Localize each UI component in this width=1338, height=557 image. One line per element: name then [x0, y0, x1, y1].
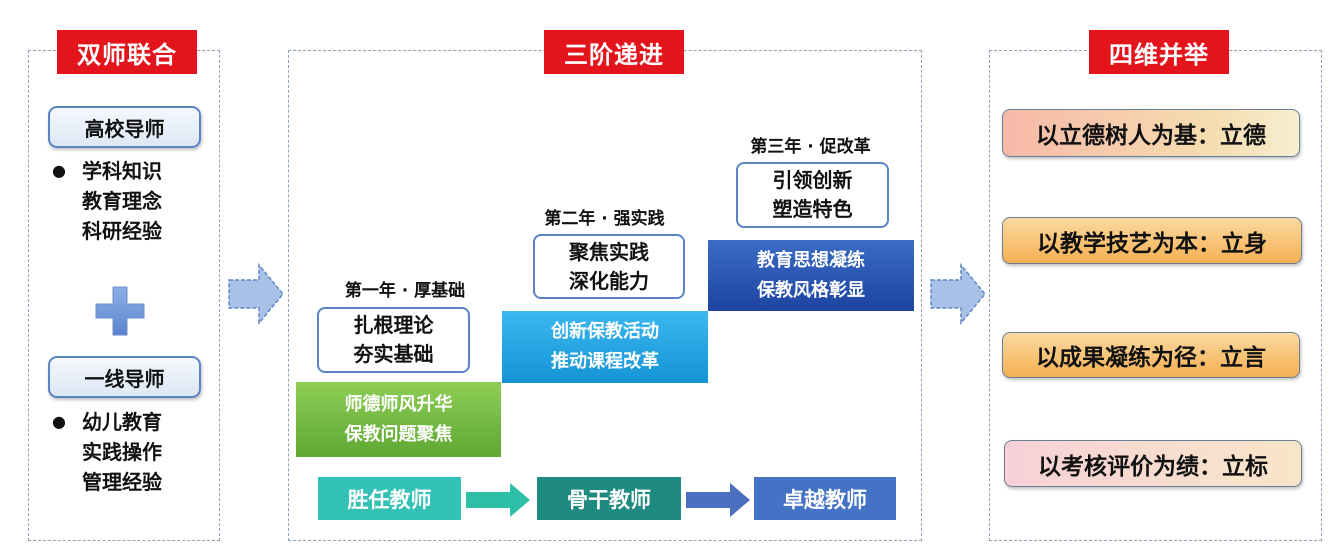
- arrow-right-icon: [686, 483, 750, 517]
- middle-panel-title: 三阶递进: [544, 30, 684, 74]
- goal-line: 引领创新: [772, 168, 853, 192]
- goal-line: 聚焦实践: [569, 239, 649, 264]
- flow-arrow-icon: [930, 262, 986, 326]
- list-item: 教育理念: [82, 189, 162, 213]
- left-panel-title: 双师联合: [57, 30, 197, 74]
- goal-line: 深化能力: [569, 268, 649, 293]
- university-mentor-label: 高校导师: [48, 106, 201, 148]
- stage-1-label: 第一年 · 厚基础: [344, 281, 466, 301]
- right-panel-title: 四维并举: [1089, 30, 1229, 74]
- stage-2-goal: 聚焦实践 深化能力: [533, 234, 685, 299]
- stage-3-step: 教育思想凝练 保教风格彰显: [708, 240, 914, 311]
- stage-2-step: 创新保教活动 推动课程改革: [502, 311, 708, 383]
- list-item: 科研经验: [82, 219, 162, 243]
- goal-line: 扎根理论: [353, 313, 434, 337]
- goal-line: 夯实基础: [353, 342, 434, 366]
- frontline-mentor-list: ● 幼儿教育 实践操作 管理经验: [52, 407, 212, 497]
- list-item: 管理经验: [82, 470, 162, 494]
- pillar-teaching: 以教学技艺为本：立身: [1002, 217, 1302, 264]
- step-line: 推动课程改革: [551, 351, 659, 372]
- stage-1-goal: 扎根理论 夯实基础: [317, 307, 470, 373]
- bullet-icon: ●: [52, 161, 66, 180]
- step-line: 教育思想凝练: [757, 249, 865, 271]
- university-mentor-list: ● 学科知识 教育理念 科研经验: [52, 156, 212, 246]
- stage-1-step: 师德师风升华 保教问题聚焦: [296, 382, 501, 457]
- frontline-mentor-label: 一线导师: [48, 356, 201, 398]
- pillar-evaluation: 以考核评价为绩：立标: [1004, 440, 1302, 487]
- bullet-icon: ●: [52, 412, 66, 431]
- role-excellent-teacher: 卓越教师: [754, 477, 896, 520]
- flow-arrow-icon: [228, 262, 284, 326]
- plus-icon: [95, 286, 145, 336]
- goal-line: 塑造特色: [772, 197, 853, 221]
- pillar-achievement: 以成果凝练为径：立言: [1002, 332, 1300, 378]
- stage-3-label: 第三年 · 促改革: [750, 137, 871, 157]
- list-item: 幼儿教育: [82, 410, 162, 434]
- pillar-morality: 以立德树人为基：立德: [1002, 109, 1300, 157]
- stage-2-label: 第二年 · 强实践: [544, 209, 665, 229]
- step-line: 创新保教活动: [551, 321, 659, 342]
- step-line: 师德师风升华: [344, 393, 453, 415]
- list-item: 实践操作: [82, 440, 162, 464]
- stage-3-goal: 引领创新 塑造特色: [736, 162, 889, 228]
- arrow-right-icon: [466, 483, 530, 517]
- role-competent-teacher: 胜任教师: [318, 477, 461, 520]
- list-item: 学科知识: [82, 159, 162, 183]
- step-line: 保教问题聚焦: [344, 423, 453, 445]
- step-line: 保教风格彰显: [757, 279, 865, 301]
- role-backbone-teacher: 骨干教师: [537, 477, 681, 520]
